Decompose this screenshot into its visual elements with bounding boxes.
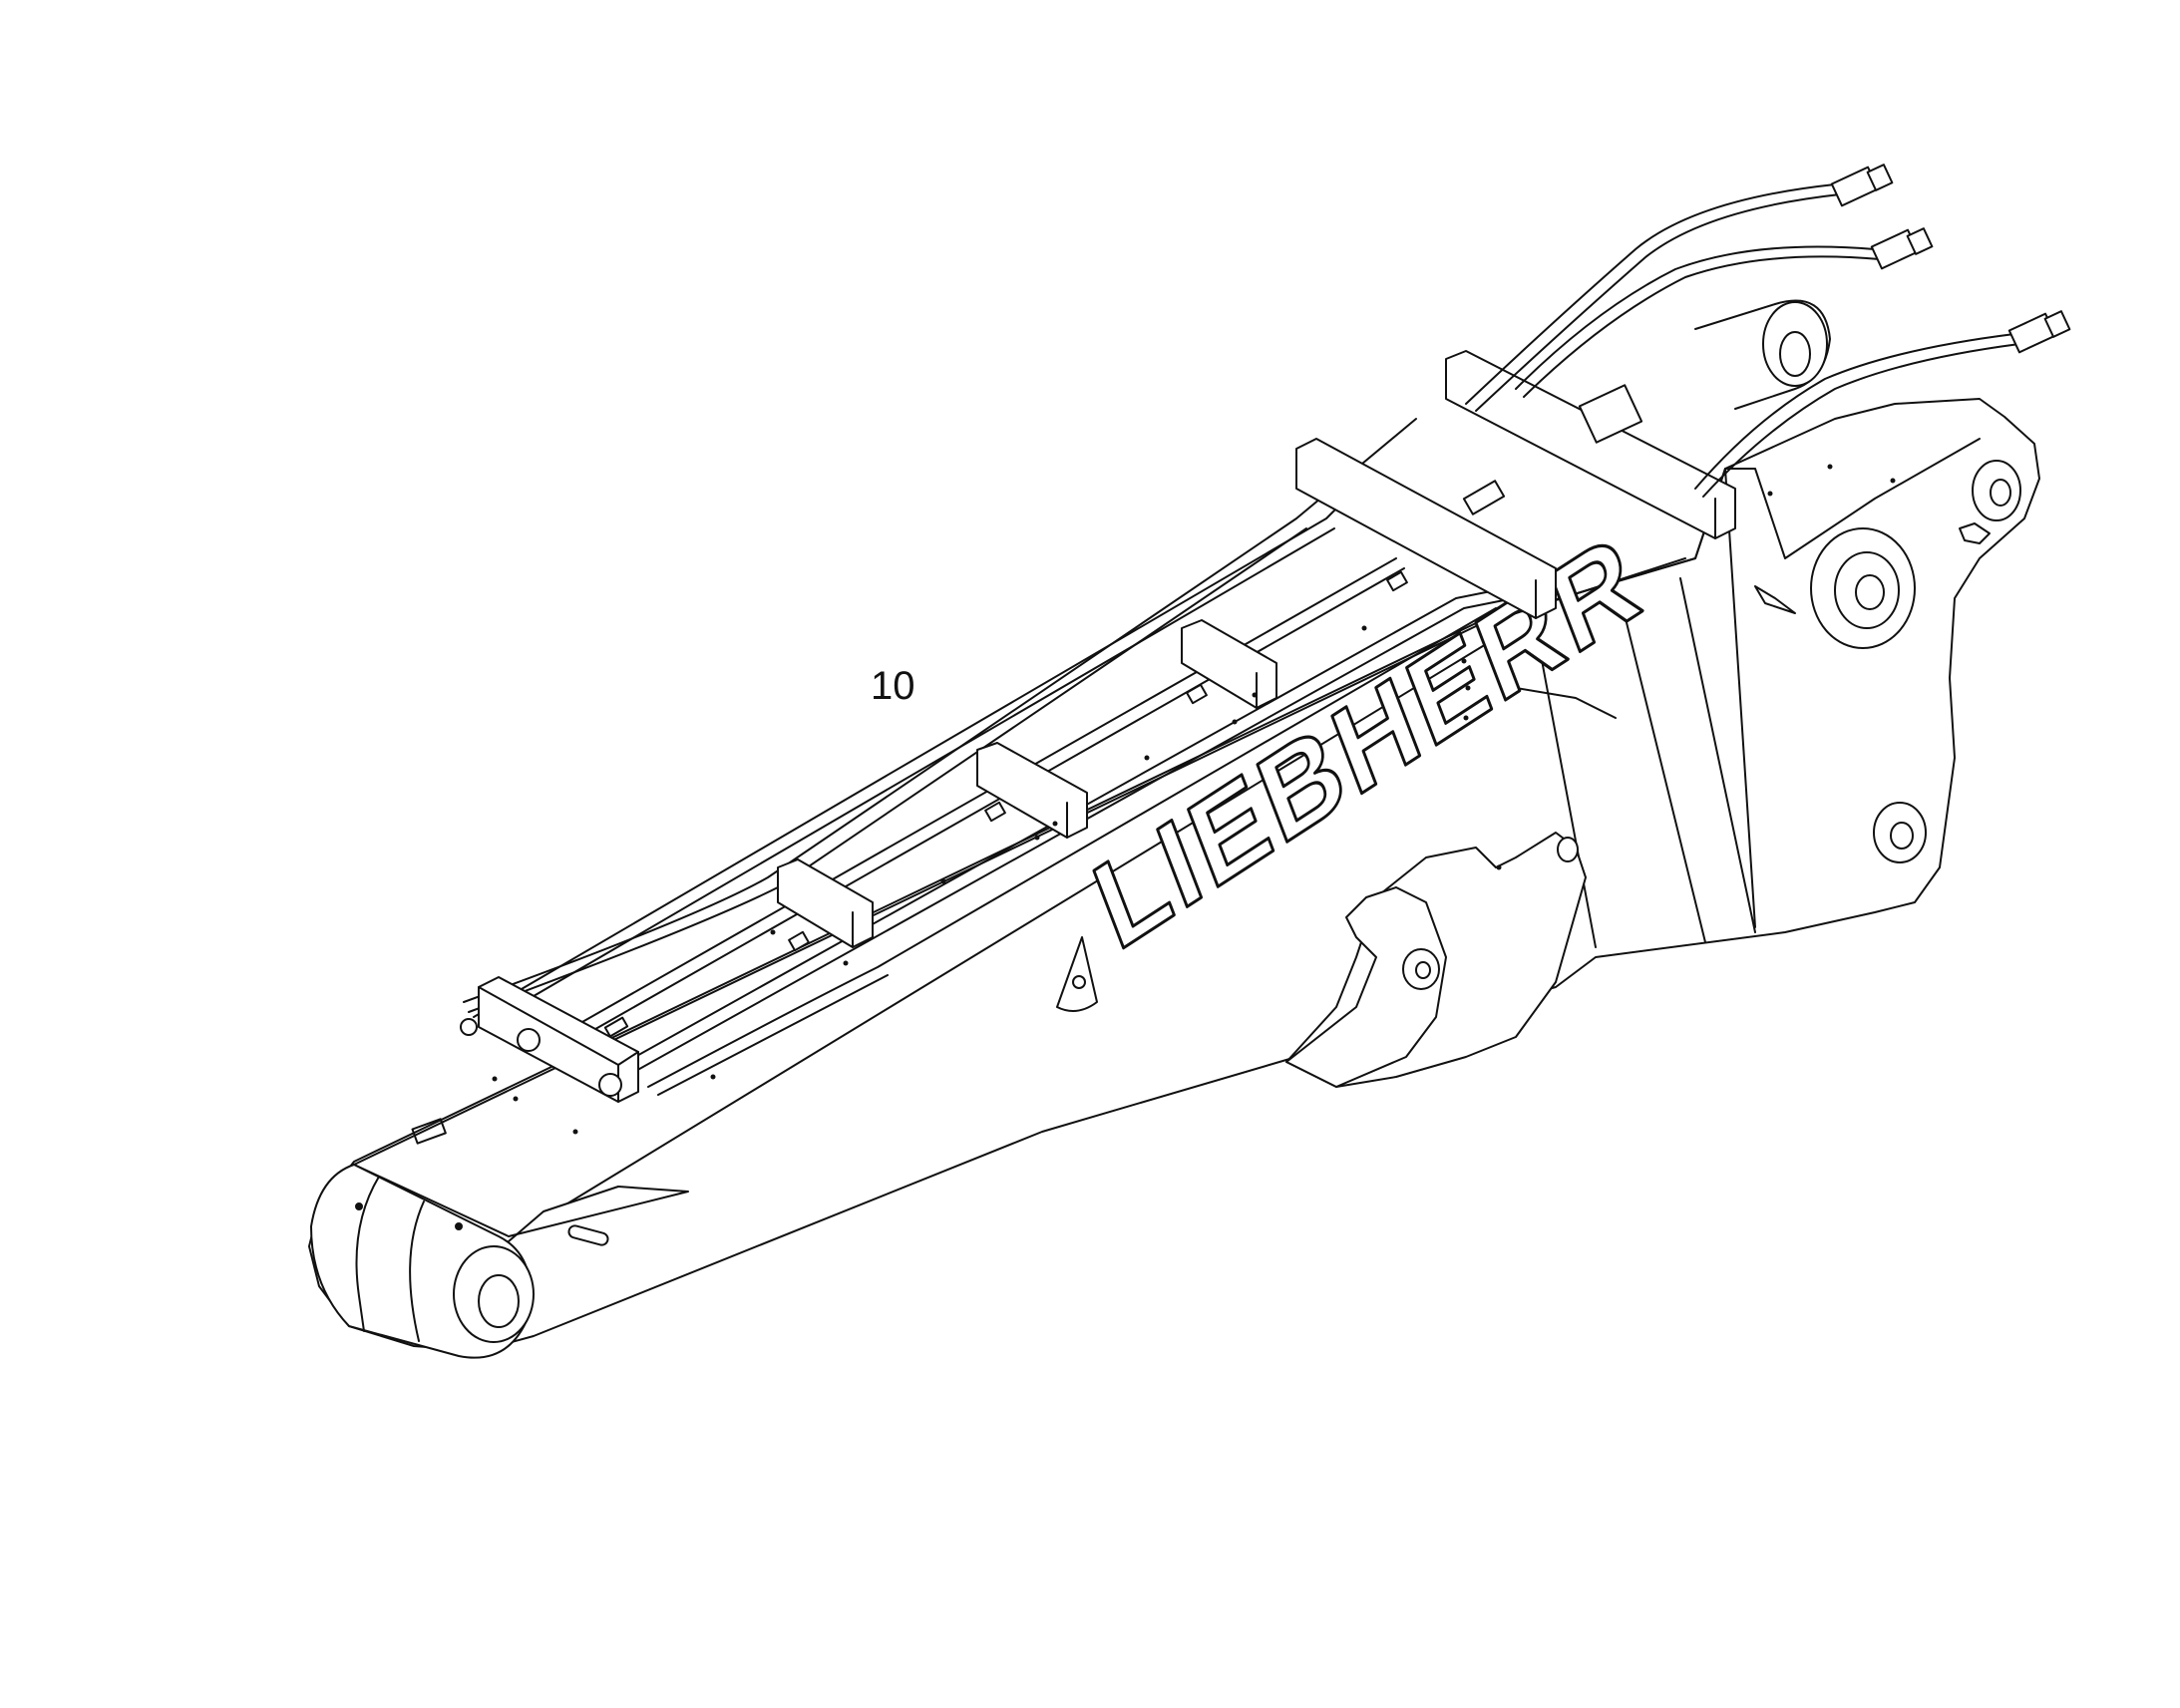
coupler-2 xyxy=(1870,227,1934,270)
head-cylinder-band-right xyxy=(409,1200,425,1342)
coupler-2-tip xyxy=(1906,227,1934,255)
clamp-front-fitting-2 xyxy=(598,1073,622,1097)
boom-foot xyxy=(1694,299,2021,863)
boom-side-edge xyxy=(513,637,1617,1237)
clamp-rear-body xyxy=(1445,350,1736,539)
dot xyxy=(843,960,849,966)
hose-a-2 xyxy=(1475,193,1841,412)
pad-4 xyxy=(1186,683,1208,705)
tube-3-lower xyxy=(615,597,1515,1083)
boom-top-pads xyxy=(603,480,1506,1038)
dot xyxy=(1144,755,1150,761)
fastener-dots xyxy=(492,464,1896,1135)
coupler-hoses xyxy=(1465,164,2071,498)
coupler-3-tip xyxy=(2043,310,2071,338)
dot xyxy=(770,929,776,935)
foot-cross-tube-bore xyxy=(1779,331,1811,377)
boom-outline xyxy=(308,398,2040,1352)
clamp-mid-1-body xyxy=(777,858,874,948)
coupler-1 xyxy=(1830,164,1894,207)
dot xyxy=(1767,491,1773,497)
side-panel-seam-4 xyxy=(1724,468,1756,928)
hose-b xyxy=(1515,245,1876,390)
dot xyxy=(1827,464,1833,470)
dot xyxy=(1252,692,1258,698)
foot-pin-boss-inner xyxy=(1855,574,1885,610)
coupler-3 xyxy=(2007,310,2071,354)
dot xyxy=(513,1096,519,1102)
side-panel-seam-3 xyxy=(1679,577,1756,933)
pad-6 xyxy=(1462,480,1506,515)
head-small-plate xyxy=(411,1118,447,1145)
foot-lower-hole-inner xyxy=(1890,822,1914,850)
head-plate xyxy=(353,1164,689,1242)
tube-2-upper xyxy=(538,557,1397,1048)
dot xyxy=(1232,719,1238,725)
brand-logo-dot xyxy=(1072,975,1086,989)
cylinder-bracket xyxy=(1285,832,1587,1088)
foot-hook xyxy=(1959,522,1991,544)
hose-a xyxy=(1465,183,1836,405)
clamp-front xyxy=(460,976,639,1103)
hose-outer-right xyxy=(647,607,1497,1088)
hose-outer-left xyxy=(463,418,1417,1003)
head-cylinder-band-left xyxy=(355,1176,380,1332)
brand-logo-mark xyxy=(1056,936,1098,1012)
clamp-front-fitting-1 xyxy=(517,1028,541,1052)
tube-1-lower xyxy=(480,527,1335,1028)
dot xyxy=(1052,821,1058,827)
hose-c-2 xyxy=(1702,343,2020,498)
clamp-mid-3 xyxy=(1181,619,1277,709)
clamp-upper-body xyxy=(1295,438,1557,619)
head-pin-inner xyxy=(478,1274,520,1328)
callout-label: 10 xyxy=(871,664,915,708)
clamp-mid-3-body xyxy=(1181,619,1277,709)
bracket-front-lug xyxy=(1285,886,1447,1088)
dot xyxy=(1496,864,1502,870)
pad-5 xyxy=(1386,570,1408,592)
hose-outer-left-2 xyxy=(468,527,1307,1013)
hydraulic-lines xyxy=(463,418,1515,1096)
clamp-rear xyxy=(1445,350,1736,539)
foot-inner-wedge xyxy=(1754,585,1796,614)
head-bolt xyxy=(355,1202,363,1210)
head-bolt-2 xyxy=(455,1222,463,1230)
dot xyxy=(492,1076,498,1082)
clamp-mid-2-body xyxy=(976,742,1088,839)
dot xyxy=(1361,625,1367,631)
dot xyxy=(940,878,946,884)
bracket-rear-hole xyxy=(1557,837,1579,862)
pad-1 xyxy=(603,1016,629,1038)
pad-3 xyxy=(984,801,1006,823)
hose-outer-right-2 xyxy=(657,974,889,1096)
dot xyxy=(572,1129,578,1135)
dot xyxy=(1034,835,1040,841)
pad-2 xyxy=(788,930,810,952)
head-slot xyxy=(567,1224,609,1246)
boom-body xyxy=(308,398,2040,1352)
hose-b-2 xyxy=(1523,255,1881,398)
hose-c xyxy=(1694,333,2015,490)
clamp-front-fitting-3 xyxy=(460,1018,478,1036)
tube-1-upper xyxy=(473,508,1337,1018)
dot xyxy=(1465,685,1471,691)
dot xyxy=(710,1074,716,1080)
clamp-mid-2 xyxy=(976,742,1088,839)
bracket-pin-inner xyxy=(1415,961,1431,979)
boom-head xyxy=(310,1118,689,1359)
dot xyxy=(1890,478,1896,484)
clamp-blocks xyxy=(460,350,1736,1103)
dot xyxy=(1461,658,1467,664)
clamp-mid-1 xyxy=(777,858,874,948)
foot-top-hole-inner xyxy=(1990,479,2011,507)
dot xyxy=(1463,715,1469,721)
clamp-upper xyxy=(1295,438,1557,619)
coupler-1-tip xyxy=(1866,164,1894,191)
foot-top-plate xyxy=(1475,438,1981,624)
side-panel-seam-1 xyxy=(1535,627,1597,948)
clamp-rear-block xyxy=(1578,384,1643,444)
side-panel-seam-2 xyxy=(1620,597,1706,943)
tube-2-lower xyxy=(545,567,1405,1058)
